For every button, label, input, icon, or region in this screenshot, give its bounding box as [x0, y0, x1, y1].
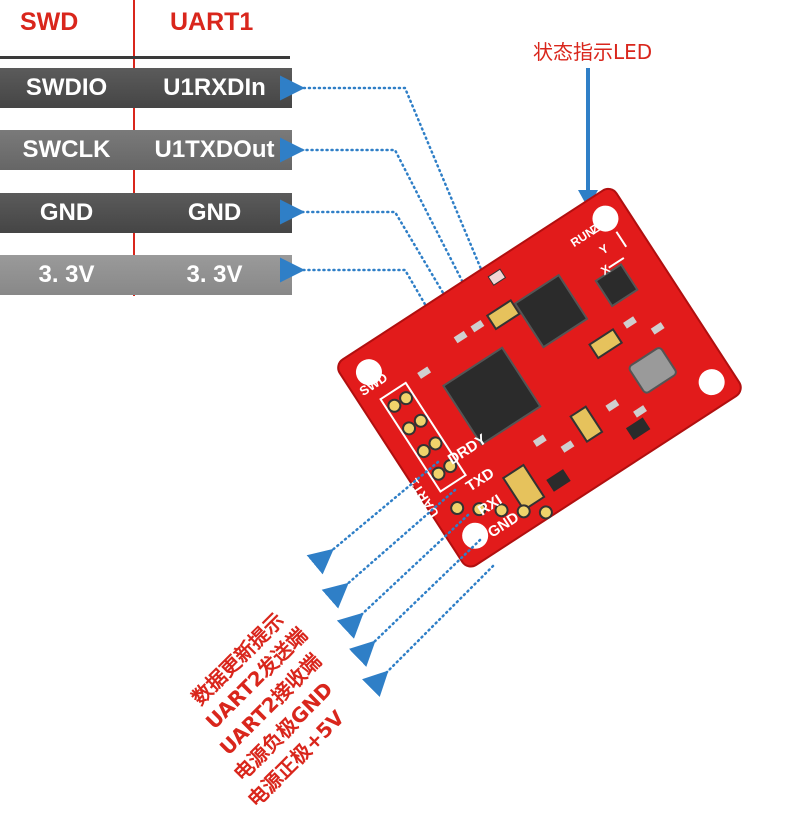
- led-arrow: [578, 68, 598, 208]
- table-row: SWCLK U1TXDOut: [0, 130, 292, 170]
- swd-header: SWD: [20, 8, 79, 36]
- swd-cell: SWCLK: [22, 136, 111, 163]
- connector-lines-top: [280, 75, 496, 332]
- uart1-cell: GND: [187, 199, 242, 226]
- small-chip: [594, 263, 639, 308]
- mcu-chip: [442, 346, 542, 446]
- swd-cell: GND: [39, 199, 94, 226]
- connector-lines-bottom: [306, 460, 495, 697]
- uart1-cell: U1TXDOut: [154, 136, 275, 163]
- uart1-cell: 3. 3V: [186, 261, 243, 288]
- swd-uart1-header: [379, 381, 468, 493]
- swd-cell: SWDIO: [25, 74, 108, 101]
- table-row: SWDIO U1RXDIn: [0, 68, 292, 108]
- pcb-board: SWD UART1 RUN Z O Y X: [337, 187, 742, 568]
- uart1-cell: U1RXDIn: [163, 74, 266, 101]
- led-label: 状态指示LED: [533, 40, 653, 64]
- table-row: 3. 3V 3. 3V: [0, 255, 292, 295]
- status-led: [487, 268, 507, 286]
- uart2-power-header: [450, 501, 553, 520]
- swd-cell: 3. 3V: [38, 261, 95, 288]
- uart1-header: UART1: [170, 8, 254, 36]
- pressure-sensor: [628, 347, 677, 394]
- table-row: GND GND: [0, 193, 292, 233]
- sensor-chip: [513, 273, 589, 349]
- header-rule: [0, 56, 290, 59]
